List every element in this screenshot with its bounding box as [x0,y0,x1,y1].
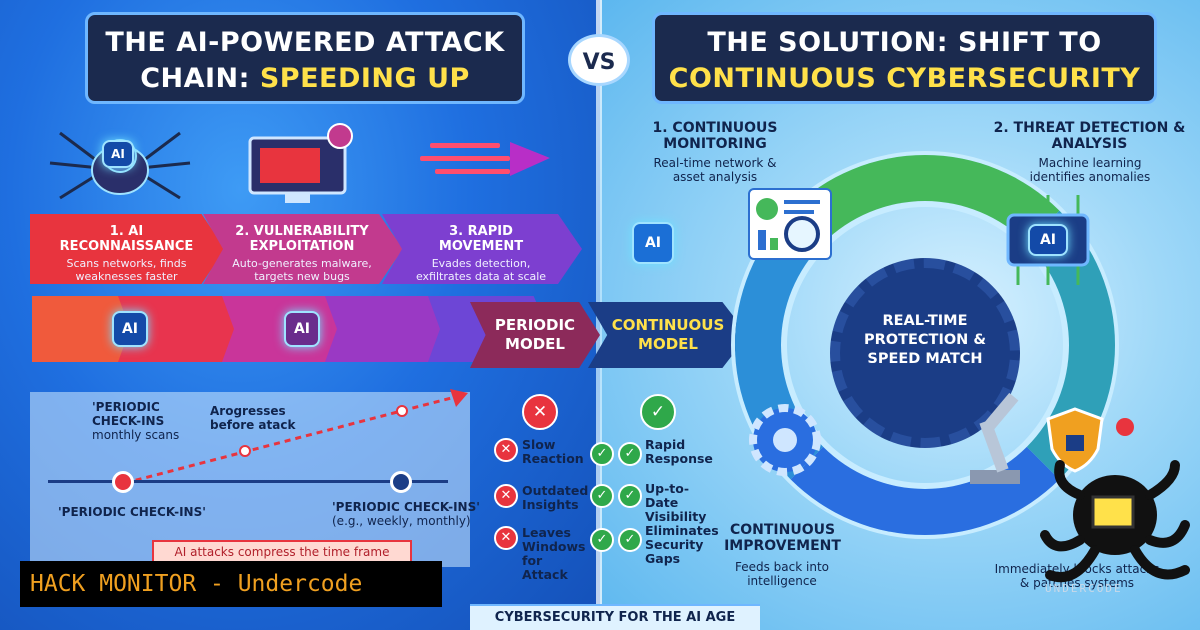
x-icon: ✕ [494,484,518,508]
periodic-con-3: Leaves Windows for Attack [522,525,586,582]
continuous-pro-3: Eliminates Security Gaps [645,523,719,566]
vs-badge: VS [568,34,630,86]
octopus-logo-icon [1040,460,1190,583]
step-detection-desc: Machine learning identifies anomalies [1029,156,1151,184]
periodic-con-1: Slow Reaction [522,437,584,466]
stage-exploit-desc: Auto-generates malware, targets new bugs… [232,257,372,284]
step-monitoring-title: 1. CONTINUOUS MONITORING [652,120,778,152]
hack-monitor-watermark: HACK MONITOR - Undercode [20,561,442,607]
chart-magnifier-icon [756,198,820,252]
step-improvement-desc: Feeds back into intelligence [734,560,829,588]
solution-ai-icon: AI [632,222,674,264]
attack-title-line1: THE AI-POWERED ATTACK [105,27,505,58]
check-icon: ✓ [618,442,642,466]
solution-title-line1: THE SOLUTION: SHIFT TO [707,27,1102,58]
timeline-label-3: 'PERIODIC CHECK-INS' [58,505,206,519]
flow-chevron [222,296,342,362]
stage-exploit: 2. VULNERABILITY EXPLOITATION Auto-gener… [203,214,403,284]
attack-trend-arrow [124,389,468,485]
periodic-model-label: PERIODIC MODEL [470,302,600,368]
stage-movement-title: 3. RAPID MOVEMENT [438,224,524,254]
timeline-label-4-sub: (e.g., weekly, monthly) [332,514,471,528]
attack-chain-title: THE AI-POWERED ATTACK CHAIN: SPEEDING UP [85,12,525,104]
continuous-model-label: CONTINUOUS MODEL [588,302,748,368]
timeline-label-4-title: 'PERIODIC CHECK-INS' [332,500,480,514]
shield-icon [1046,407,1104,473]
solution-title: THE SOLUTION: SHIFT TO CONTINUOUS CYBERS… [652,12,1157,104]
flow-ai-monitor-icon: AI [284,311,320,347]
analytics-dashboard-icon [748,188,832,260]
timeline-label-1-sub: monthly scans [92,428,180,442]
stage-movement-desc: Evades detection, exfiltrates data at sc… [415,257,547,283]
flow-ai-icon: AI [112,311,148,347]
robot-arm-icon [970,392,1020,484]
step-improvement-title: CONTINUOUS IMPROVEMENT [724,522,841,554]
recon-ai-icon: AI [102,140,134,168]
periodic-fail-icon: ✕ [522,394,558,430]
x-icon: ✕ [494,438,518,462]
x-icon: ✕ [494,526,518,550]
timeline-label-2: Arogresses before atack [210,404,296,432]
step-monitoring-desc: Real-time network & asset analysis [653,156,777,184]
check-icon: ✓ [618,528,642,552]
stage-movement: 3. RAPID MOVEMENT Evades detection, exfi… [382,214,582,284]
stage-recon-title: 1. AI RECONNAISSANCE [59,224,194,254]
core-protection-text: REAL-TIME PROTECTION & SPEED MATCH [864,313,986,367]
stage-recon: 1. AI RECONNAISSANCE Scans networks, fin… [30,214,225,284]
check-icon: ✓ [590,528,614,552]
check-icon: ✓ [590,484,614,508]
stage-exploit-title: 2. VULNERABILITY EXPLOITATION [235,224,369,254]
check-icon: ✓ [590,442,614,466]
footer-tagline: CYBERSECURITY FOR THE AI AGE [470,604,760,630]
speed-arrow-icon [420,142,550,176]
virus-icon [1116,418,1134,436]
flow-chevron [325,296,445,362]
timeline-checkin-dot [390,471,412,493]
periodic-con-2: Outdated Insights [522,483,589,512]
center-gear-icon [830,258,1020,448]
timeline-checkin-dot [112,471,134,493]
check-icon: ✓ [618,484,642,508]
monitor-exploit-icon [248,123,353,203]
step-detection-title: 2. THREAT DETECTION & ANALYSIS [993,120,1186,152]
continuous-pass-icon: ✓ [640,394,676,430]
undercode-logo-text: UNDERCODE [1045,582,1123,595]
attack-title-highlight: SPEEDING UP [259,63,470,94]
chip-ai-label-icon: AI [1028,224,1068,256]
gear-icon [749,404,821,476]
timeline-label-1-title: 'PERIODIC CHECK-INS [92,400,165,428]
timeline-axis [48,480,448,483]
attack-title-prefix: CHAIN: [140,63,260,94]
continuous-pro-2: Up-to-Date Visibility [645,481,707,524]
solution-title-line2: CONTINUOUS CYBERSECURITY [668,63,1141,94]
stage-recon-desc: Scans networks, finds weaknesses faster [66,257,187,283]
continuous-pro-1: Rapid Response [645,437,713,466]
timeline-label-4: 'PERIODIC CHECK-INS' (e.g., weekly, mont… [332,500,482,528]
attack-title-line2: CHAIN: SPEEDING UP [88,61,522,97]
timeline-label-1: 'PERIODIC CHECK-INS monthly scans [92,400,212,442]
